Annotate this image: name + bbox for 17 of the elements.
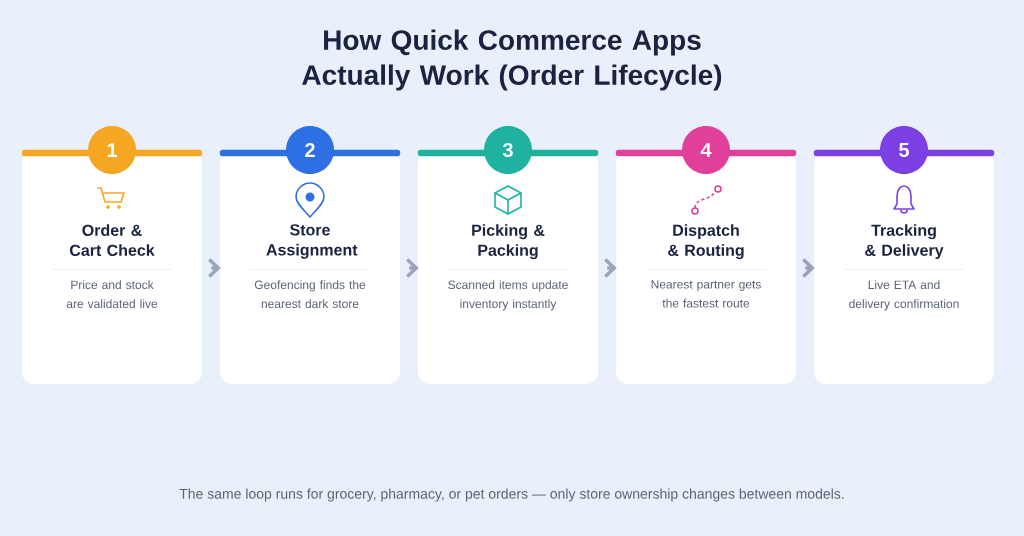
- title: How Quick Commerce Apps Actually Work (Order Lifecycle): [302, 29, 722, 91]
- step-description: Live ETA and delivery confirmation: [849, 280, 959, 311]
- step-title: Store Assignment: [266, 224, 358, 259]
- step-description: Geofencing finds the nearest dark store: [254, 280, 366, 308]
- step-title: Order & Cart Check: [70, 224, 155, 256]
- step-description: Nearest partner gets the fastest route: [651, 280, 761, 308]
- step-title: Dispatch & Routing: [668, 224, 744, 260]
- step-number-badge: 4: [682, 126, 730, 174]
- step-title: Tracking & Delivery: [865, 224, 944, 260]
- step-number-badge: 5: [880, 126, 928, 174]
- step-number-badge: 3: [484, 126, 532, 174]
- step-description: Price and stock are validated live: [66, 280, 158, 308]
- step-number-badge: 2: [286, 126, 334, 174]
- caption: The same loop runs for grocery, pharmacy, or pet orders — only store ownership changes between models.: [179, 488, 844, 502]
- step-description: Scanned items update inventory instantly: [448, 280, 568, 311]
- step-number-badge: 1: [88, 126, 136, 174]
- step-title: Picking & Packing: [472, 224, 545, 260]
